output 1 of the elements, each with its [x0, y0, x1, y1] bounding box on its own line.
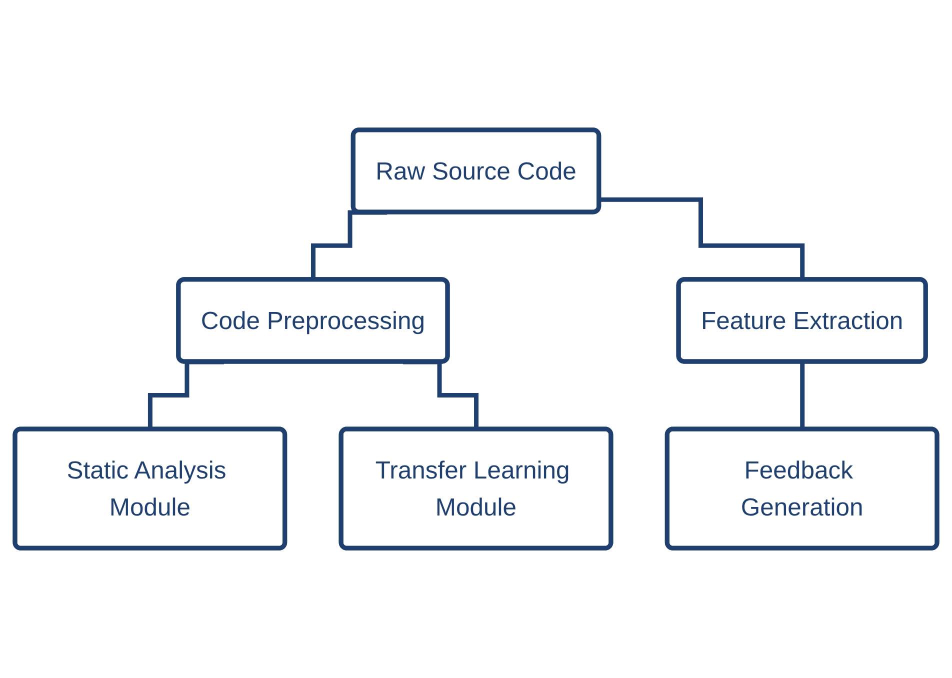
- diagram: Raw Source Code Code Preprocessing Feature Extraction Static Analysis Module Transfer Learning Module Feedback Generation: [6, 4, 946, 674]
